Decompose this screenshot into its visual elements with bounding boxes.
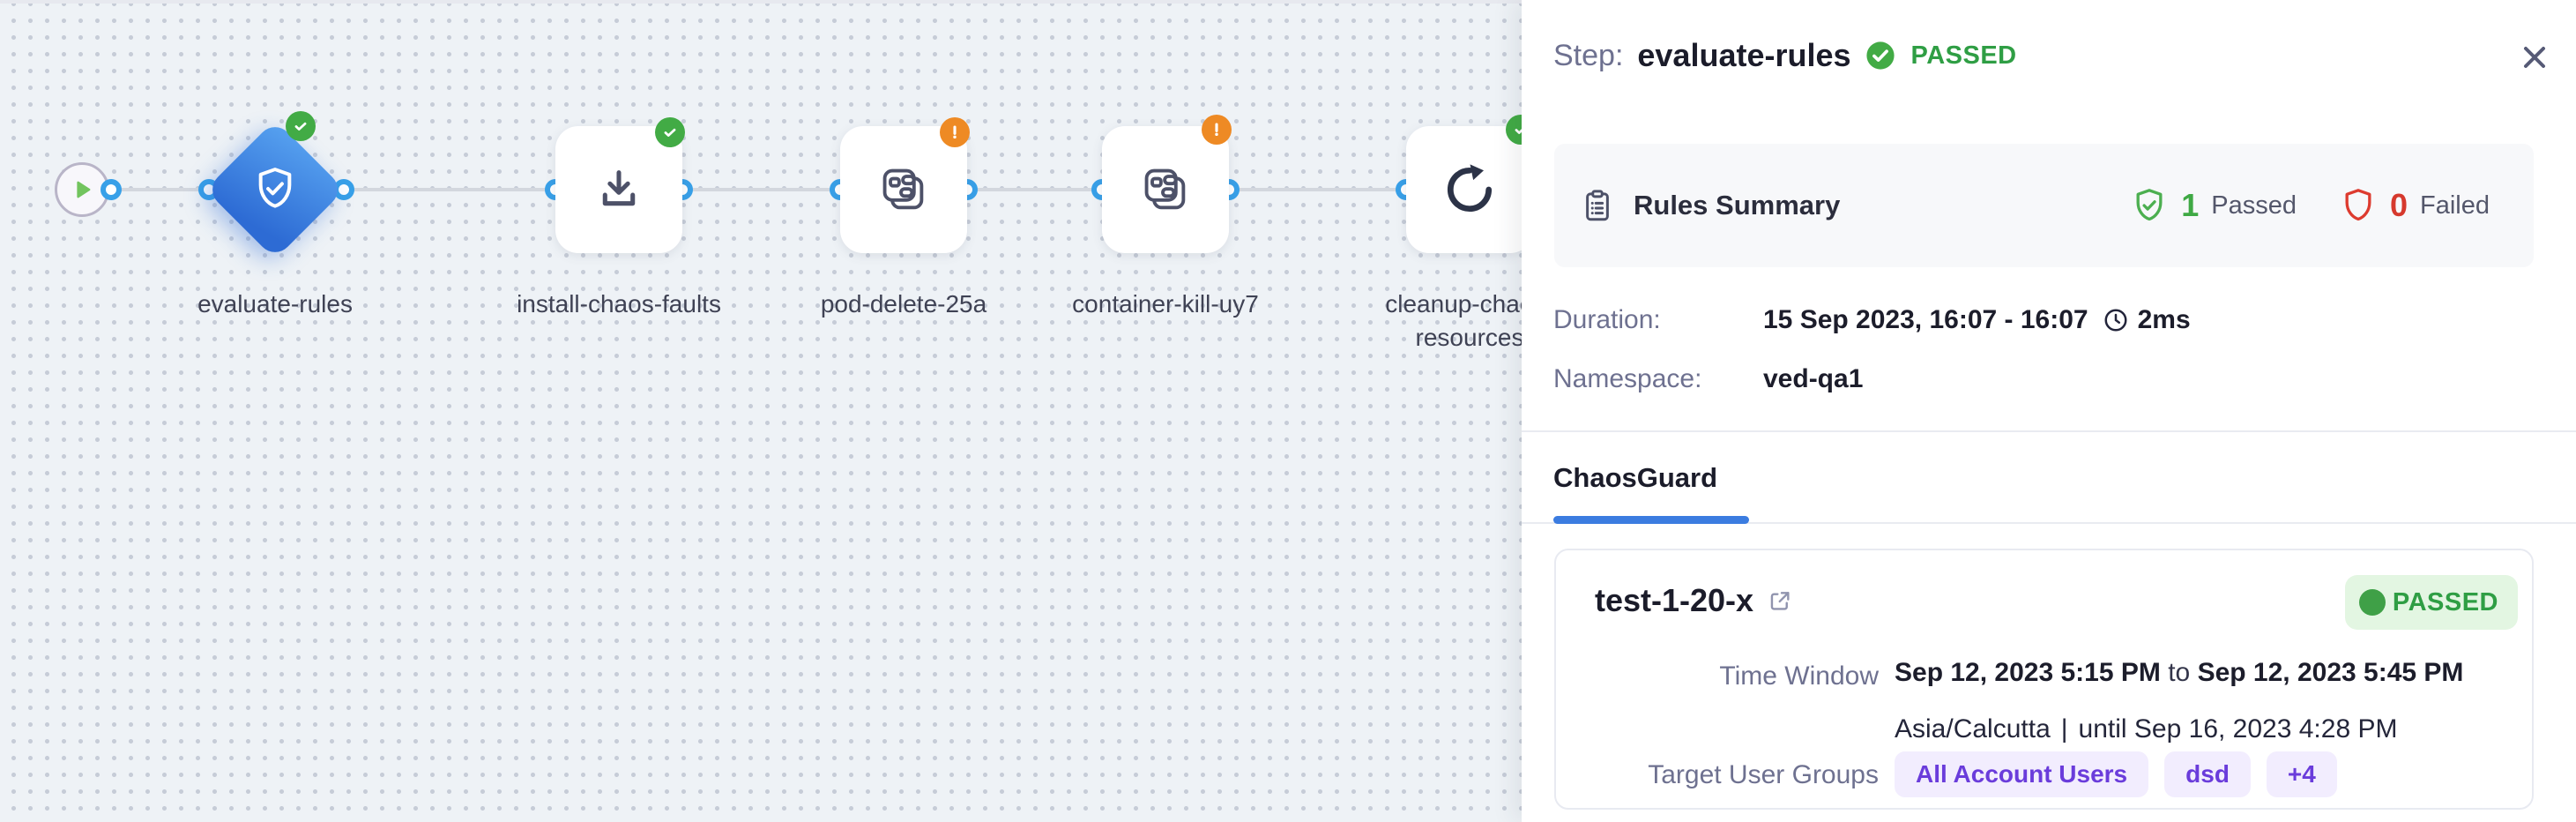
- node-label-install-chaos-faults: install-chaos-faults: [517, 290, 721, 318]
- duration-label: Duration:: [1553, 305, 1661, 334]
- active-tab-underline: [1553, 516, 1749, 524]
- time-window-to: to: [2168, 658, 2191, 687]
- download-icon: [593, 164, 644, 215]
- namespace-row: Namespace: ved-qa1: [1553, 359, 1863, 400]
- rules-summary-title: Rules Summary: [1634, 190, 1841, 220]
- edge-install-poddelete: [682, 188, 840, 191]
- shield-failed-icon: [2339, 186, 2378, 225]
- failed-label: Failed: [2420, 191, 2490, 220]
- external-link-icon: [1766, 587, 1794, 615]
- node-label-container-kill-uy7: container-kill-uy7: [1072, 290, 1259, 318]
- status-dot-icon: [2358, 589, 2386, 616]
- section-divider: [1522, 430, 2576, 432]
- separator: |: [2060, 714, 2068, 744]
- play-icon: [69, 176, 95, 203]
- step-title: evaluate-rules: [1637, 37, 1851, 73]
- port-start-out: [101, 179, 122, 200]
- chaosguard-condition-card: test-1-20-x PASSED Time Window Sep 12, 2…: [1554, 549, 2534, 810]
- node-cleanup-chaos-resources[interactable]: [1406, 126, 1533, 253]
- condition-status-badge: PASSED: [2344, 575, 2518, 630]
- clipboard-icon: [1579, 187, 1616, 224]
- time-window-end: Sep 12, 2023 5:45 PM: [2197, 658, 2464, 687]
- step-details-panel: Step: evaluate-rules PASSED Rules Summar…: [1522, 0, 2576, 822]
- edge-evaluate-install: [344, 188, 555, 191]
- namespace-label: Namespace:: [1553, 364, 1702, 393]
- time-window-start: Sep 12, 2023 5:15 PM: [1895, 658, 2161, 687]
- close-panel-button[interactable]: [2516, 39, 2553, 76]
- failed-count: 0: [2389, 187, 2408, 223]
- step-prefix: Step:: [1553, 38, 1624, 72]
- node-pod-delete-25a[interactable]: [840, 126, 967, 253]
- tab-bar-border: [1522, 522, 2576, 524]
- shield-check-icon: [250, 164, 300, 213]
- chaos-fault-icon: [877, 163, 930, 216]
- user-group-pill: All Account Users: [1895, 751, 2149, 797]
- rules-counts: 1 Passed 0 Failed: [2130, 186, 2490, 225]
- condition-name: test-1-20-x: [1595, 582, 1754, 618]
- passed-label: Passed: [2211, 191, 2297, 220]
- user-group-pill: +4: [2266, 751, 2337, 797]
- passed-count: 1: [2181, 187, 2200, 223]
- elapsed-value: 2ms: [2137, 305, 2191, 334]
- status-passed-badge-icon: [286, 111, 316, 141]
- node-label-pod-delete-25a: pod-delete-25a: [820, 290, 987, 318]
- valid-until: until Sep 16, 2023 4:28 PM: [2078, 714, 2398, 744]
- namespace-value: ved-qa1: [1763, 364, 1864, 393]
- tab-chaosguard[interactable]: ChaosGuard: [1553, 462, 1718, 493]
- target-user-groups: All Account Users dsd +4: [1895, 751, 2337, 797]
- check-circle-icon: [1865, 41, 1895, 71]
- duration-value: 15 Sep 2023, 16:07 - 16:07: [1763, 305, 2088, 334]
- time-window-label: Time Window: [1719, 661, 1879, 691]
- condition-name-link[interactable]: test-1-20-x: [1595, 582, 1794, 619]
- step-status-badge: PASSED: [1910, 41, 2017, 70]
- refresh-icon: [1442, 162, 1497, 217]
- status-passed-badge-icon: [655, 117, 685, 147]
- shield-passed-icon: [2130, 186, 2169, 225]
- time-window-value: Sep 12, 2023 5:15 PM to Sep 12, 2023 5:4…: [1895, 658, 2463, 688]
- status-warning-badge-icon: [1202, 115, 1232, 145]
- time-window-timezone-line: Asia/Calcutta | until Sep 16, 2023 4:28 PM: [1895, 714, 2397, 744]
- clock-icon: [2103, 307, 2129, 333]
- status-warning-badge-icon: [940, 117, 970, 147]
- close-icon: [2517, 40, 2552, 75]
- panel-header: Step: evaluate-rules PASSED: [1553, 37, 2017, 74]
- edge-poddelete-containerkill: [967, 188, 1102, 191]
- node-install-chaos-faults[interactable]: [555, 126, 682, 253]
- target-user-groups-label: Target User Groups: [1648, 760, 1879, 789]
- timezone: Asia/Calcutta: [1895, 714, 2051, 744]
- rules-summary-band: Rules Summary 1 Passed 0 Failed: [1554, 144, 2534, 267]
- user-group-pill: dsd: [2164, 751, 2251, 797]
- edge-start-evaluate: [111, 188, 209, 191]
- chaos-fault-icon: [1139, 163, 1192, 216]
- node-container-kill-uy7[interactable]: [1102, 126, 1229, 253]
- edge-containerkill-cleanup: [1229, 188, 1411, 191]
- node-label-evaluate-rules: evaluate-rules: [197, 290, 353, 318]
- duration-row: Duration: 15 Sep 2023, 16:07 - 16:07 2ms: [1553, 300, 2191, 340]
- start-node[interactable]: [55, 162, 109, 217]
- condition-status-text: PASSED: [2392, 587, 2498, 616]
